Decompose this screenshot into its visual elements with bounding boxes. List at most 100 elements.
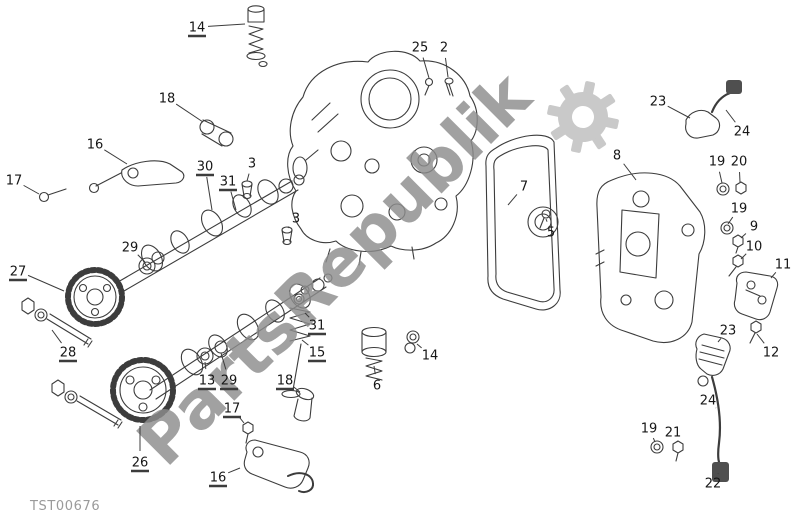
callout-leader-line — [175, 103, 204, 123]
gear-watermark-icon — [547, 81, 619, 153]
lower-camshaft-drawing — [149, 273, 333, 400]
callout-leader-line — [507, 194, 518, 206]
callout-leader-line — [287, 226, 290, 229]
center-valve-spring-drawings — [281, 285, 311, 399]
callout-leader-line — [207, 23, 246, 27]
callout-20: 20 — [731, 155, 748, 170]
top-right-sensor-cable-drawing — [685, 80, 742, 139]
callout-30: 30 — [197, 160, 214, 175]
callout-18: 18 — [277, 374, 294, 389]
callout-16: 16 — [87, 138, 104, 153]
bottom-center-oil-jet-drawing — [242, 387, 315, 444]
callout-leader-line — [51, 329, 62, 344]
callout-leader-line — [756, 333, 765, 344]
watermark-text: PartsRepublik — [123, 56, 547, 480]
callout-leader-line — [104, 149, 128, 165]
callout-leader-line — [770, 272, 777, 279]
callout-12: 12 — [763, 346, 780, 361]
bottom-right-sensor-cable-drawing — [650, 333, 731, 482]
callout-13: 13 — [199, 374, 216, 389]
callout-24: 24 — [700, 394, 717, 409]
upper-camshaft-drawing — [117, 174, 305, 292]
callout-14: 14 — [422, 349, 439, 364]
callout-22: 22 — [705, 477, 722, 492]
diagram-line-art — [21, 5, 779, 493]
callout-leader-line — [230, 191, 237, 211]
callout-leader-line — [23, 184, 40, 195]
right-nut-washer-drawings — [716, 181, 747, 277]
callout-29: 29 — [221, 374, 238, 389]
callout-24: 24 — [734, 125, 751, 140]
callout-28: 28 — [60, 346, 77, 361]
callout-3: 3 — [292, 212, 300, 227]
callout-leader-line — [623, 163, 637, 181]
lower-camshaft-gear-drawing — [110, 357, 176, 423]
bottom-center-solenoid-drawing — [243, 439, 315, 493]
callout-9: 9 — [750, 220, 758, 235]
callout-2: 2 — [440, 41, 448, 56]
callout-leader-line — [740, 253, 747, 260]
callout-leader-line — [137, 254, 146, 263]
callout-leader-line — [422, 57, 430, 79]
callout-21: 21 — [665, 426, 682, 441]
callout-15: 15 — [309, 346, 326, 361]
callout-19: 19 — [641, 422, 658, 437]
callout-leader-line — [246, 173, 250, 182]
upper-camshaft-gear-drawing — [65, 267, 125, 327]
callout-6: 6 — [373, 379, 381, 394]
callout-leader-line — [444, 57, 449, 78]
callout-leader-line — [717, 338, 722, 343]
callout-leader-line — [204, 361, 207, 370]
callout-16: 16 — [210, 471, 227, 486]
callout-10: 10 — [746, 240, 763, 255]
callout-leader-line — [227, 467, 241, 474]
callout-leader-line — [652, 437, 656, 443]
timing-cover-drawing — [595, 172, 706, 343]
tappet-bucket-spring-drawing — [361, 326, 420, 381]
callout-leader-line — [293, 386, 301, 393]
valve-adjuster-drawing — [246, 5, 268, 68]
callout-11: 11 — [775, 258, 792, 273]
callout-29: 29 — [122, 241, 139, 256]
callout-17: 17 — [6, 174, 23, 189]
callout-leader-line — [725, 109, 736, 123]
callout-5: 5 — [547, 226, 555, 241]
callout-23: 23 — [720, 324, 737, 339]
callout-leader-line — [304, 312, 310, 318]
callout-8: 8 — [613, 149, 621, 164]
callout-23: 23 — [650, 95, 667, 110]
callout-leader-line — [718, 171, 723, 184]
callout-leader-line — [667, 105, 691, 119]
callout-leader-line — [545, 218, 548, 222]
callout-leader-line — [27, 274, 65, 292]
callout-3: 3 — [248, 157, 256, 172]
callout-19: 19 — [731, 202, 748, 217]
callout-leader-line — [740, 233, 747, 239]
part-code: TST00676 — [29, 499, 100, 514]
callout-27: 27 — [10, 265, 27, 280]
left-mounting-bolt-drawings — [21, 297, 123, 429]
rocker-arm-drawings — [38, 119, 234, 203]
callout-leader-line — [206, 176, 213, 211]
callout-leader-line — [416, 343, 422, 349]
callout-leader-line — [220, 352, 227, 370]
callout-17: 17 — [224, 402, 241, 417]
callout-31: 31 — [309, 319, 326, 334]
callout-25: 25 — [412, 41, 429, 56]
dowel-pin-drawings — [241, 180, 293, 246]
callout-14: 14 — [189, 21, 206, 36]
callout-26: 26 — [132, 456, 149, 471]
callout-31: 31 — [220, 175, 237, 190]
callout-7: 7 — [520, 180, 528, 195]
right-solenoid-valve-drawing — [733, 271, 779, 344]
small-top-bolt-drawings — [424, 77, 454, 97]
callout-leader-line — [373, 365, 376, 375]
callout-leader-line — [727, 216, 734, 225]
gasket-bolt-drawing — [539, 209, 551, 229]
callout-leader-line — [301, 339, 309, 346]
callout-18: 18 — [159, 92, 176, 107]
head-cover-gasket-drawing — [485, 134, 561, 311]
